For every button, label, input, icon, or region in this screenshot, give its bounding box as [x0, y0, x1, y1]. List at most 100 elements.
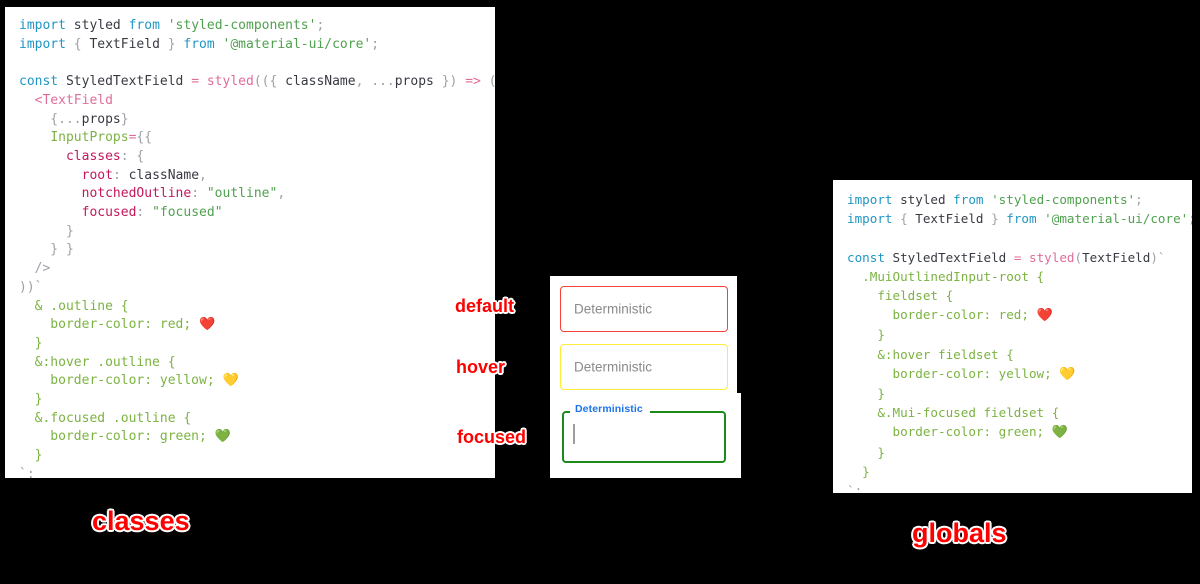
code-line: &.Mui-focused fieldset { — [847, 403, 1192, 422]
code-line: const StyledTextField = styled(({ classN… — [19, 73, 495, 92]
code-token: '@material-ui/core' — [222, 36, 372, 52]
code-token: : — [191, 186, 207, 202]
code-token: { — [19, 111, 59, 127]
text-caret — [573, 424, 575, 444]
code-line: import styled from 'styled-components'; — [847, 190, 1192, 209]
code-token: {{ — [136, 130, 153, 146]
code-line: } — [847, 443, 1192, 462]
code-token: .MuiOutlinedInput-root { — [847, 268, 1045, 284]
textfield-default[interactable]: Deterministic — [560, 286, 728, 332]
code-line — [847, 228, 1192, 247]
code-line: border-color: green; 💚 — [19, 428, 495, 447]
code-token: { — [73, 36, 90, 52]
code-token: 💛 — [1059, 366, 1076, 382]
code-line: &:hover .outline { — [19, 354, 495, 373]
code-token: className — [128, 167, 200, 183]
code-token: 💚 — [1051, 425, 1068, 441]
code-token: props — [394, 74, 434, 90]
code-token: } — [19, 392, 43, 408]
code-token: border-color: yellow; — [847, 365, 1060, 381]
code-token: border-color: red; — [19, 317, 200, 333]
code-line — [19, 54, 495, 73]
code-token: "outline" — [206, 186, 278, 202]
code-token: styled — [1029, 249, 1075, 265]
code-line: } — [847, 325, 1192, 344]
code-token: from — [183, 36, 223, 52]
code-token: import — [847, 211, 901, 227]
code-line: InputProps={{ — [19, 129, 495, 148]
code-token — [19, 186, 82, 201]
code-token: ; — [371, 36, 380, 52]
code-line: } } — [19, 241, 495, 260]
code-token: styled — [900, 192, 954, 207]
code-panel-classes: import styled from 'styled-components';i… — [5, 7, 495, 478]
code-token: `; — [19, 466, 35, 478]
code-line: border-color: red; ❤️ — [847, 305, 1192, 325]
code-token: ( — [1074, 249, 1083, 265]
code-token: focused — [81, 205, 137, 221]
code-line: border-color: yellow; 💛 — [19, 372, 495, 391]
code-token: ; — [316, 18, 325, 33]
code-token — [19, 205, 82, 220]
code-token: const — [847, 249, 893, 265]
code-token: } — [983, 211, 1007, 227]
code-token: } — [120, 111, 129, 127]
code-token: & .outline { — [19, 298, 129, 314]
code-line: import { TextField } from '@material-ui/… — [847, 209, 1192, 228]
code-token: TextField — [89, 36, 160, 52]
code-token: border-color: green; — [19, 429, 215, 445]
code-line: root: className, — [19, 167, 495, 186]
textfield-focused[interactable]: Deterministic — [562, 403, 726, 463]
code-token: `; — [847, 483, 863, 493]
textfield-default-label: Deterministic — [574, 301, 653, 317]
code-line: ))` — [19, 279, 495, 298]
code-token: TextField — [915, 211, 984, 227]
code-line: .MuiOutlinedInput-root { — [847, 267, 1192, 286]
code-line: `; — [19, 466, 495, 478]
code-token: ; — [1135, 192, 1143, 207]
code-token: } — [847, 463, 870, 479]
code-line: } — [19, 391, 495, 410]
code-token: ... — [371, 74, 395, 90]
code-token: /> — [19, 261, 51, 277]
code-token: '@material-ui/core' — [1044, 211, 1189, 227]
code-token: from — [1006, 211, 1045, 227]
code-token: => — [465, 74, 489, 90]
code-line: /> — [19, 260, 495, 279]
caption-classes: classes — [92, 506, 190, 536]
code-line: const StyledTextField = styled(TextField… — [847, 248, 1192, 267]
textfield-hover[interactable]: Deterministic — [560, 344, 728, 390]
code-token: } — [19, 223, 74, 239]
code-token: import — [19, 18, 74, 33]
code-token: ; — [1188, 211, 1192, 226]
code-line: fieldset { — [847, 286, 1192, 305]
code-line: <TextField — [19, 92, 495, 111]
textfield-hover-label: Deterministic — [574, 359, 653, 375]
code-token: = — [128, 130, 137, 146]
annotation-focused: focused — [457, 427, 527, 447]
code-token: : — [136, 205, 153, 221]
code-line: `; — [847, 481, 1192, 493]
code-line: border-color: yellow; 💛 — [847, 364, 1192, 384]
code-token: "focused" — [152, 205, 223, 221]
code-token: 💚 — [214, 429, 231, 445]
code-token: , — [355, 74, 372, 90]
code-token: , — [277, 186, 286, 202]
code-token: ))` — [19, 279, 43, 295]
code-token: ... — [58, 111, 82, 127]
code-line: & .outline { — [19, 298, 495, 317]
code-token: 'styled-components' — [167, 18, 317, 33]
code-line: &.focused .outline { — [19, 410, 495, 429]
code-token: ❤️ — [1036, 308, 1053, 324]
code-token — [19, 130, 50, 145]
code-token: className — [285, 74, 356, 90]
code-token: InputProps — [50, 130, 129, 146]
code-token: notchedOutline — [81, 186, 192, 202]
code-token: 'styled-components' — [991, 192, 1136, 207]
code-token: &.focused .outline { — [19, 410, 192, 426]
code-token: from — [953, 192, 992, 207]
code-token: } — [847, 444, 885, 460]
code-token: &:hover fieldset { — [847, 346, 1014, 362]
code-token: <TextField — [19, 92, 113, 108]
code-line: border-color: red; ❤️ — [19, 316, 495, 335]
